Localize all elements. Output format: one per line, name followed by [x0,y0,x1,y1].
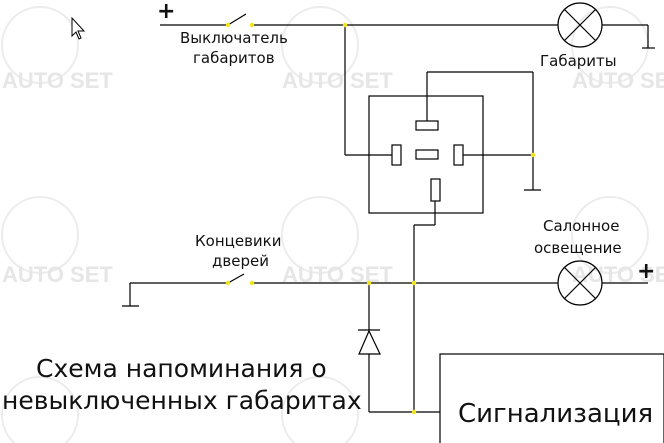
switch-contact [227,13,247,26]
parking-lamp-icon [557,2,603,48]
relay-wiring [344,25,541,413]
salon-label-line1: Салонное [543,217,619,235]
svg-text:AUTO SET: AUTO SET [2,68,113,93]
mouse-cursor-icon [71,16,86,40]
junction-dot [249,22,255,28]
watermark-layer: AUTO SET AUTO SET AUTO SET AUTO SET AUTO… [1,6,664,443]
relay-pin-right [453,144,464,166]
junction-dot [342,22,348,28]
diagram-title-line1: Схема напоминания о [36,354,327,383]
switch-label-line1: Выключатель [180,29,288,47]
watermark-tile: AUTO SET [1,196,113,287]
door-switch-contact [227,273,245,284]
parking-lamp-label: Габариты [540,52,617,70]
salon-label-line2: освещение [534,239,622,257]
relay-pin-top [415,120,439,131]
junction-dot [411,280,417,286]
door-label-line1: Концевики [195,232,281,250]
diagram-title-line2: невыключенных габаритах [2,386,362,415]
door-label-line2: дверей [212,252,269,270]
junction-dot [530,152,536,158]
diode-icon [358,329,381,355]
junction-points [225,22,536,415]
junction-dot [225,22,231,28]
junction-dot [366,280,372,286]
watermark-tile [1,376,79,443]
watermark-tile: AUTO SET [281,196,393,287]
watermark-tile: AUTO SET [1,6,113,93]
relay-pin-bottom [430,178,441,202]
junction-dot [249,280,255,286]
top-wire [160,13,655,49]
watermark-tile: AUTO SET [571,6,664,93]
alarm-label: Сигнализация [458,399,653,429]
relay-pin-left [391,144,402,166]
svg-text:AUTO SET: AUTO SET [282,68,393,93]
svg-text:AUTO SET: AUTO SET [572,68,664,93]
watermark-tile: AUTO SET [281,6,393,93]
relay-pin-center [415,149,439,160]
junction-dot [411,409,417,415]
salon-lamp-icon [557,260,603,306]
alarm-box [439,353,664,443]
junction-dot [225,280,231,286]
watermark-tile [281,376,359,443]
plus-terminal-top: + [157,0,175,24]
svg-text:AUTO SET: AUTO SET [2,262,113,287]
door-wire [122,273,648,413]
switch-label-line2: габаритов [193,49,275,67]
plus-terminal-right: + [637,259,655,284]
